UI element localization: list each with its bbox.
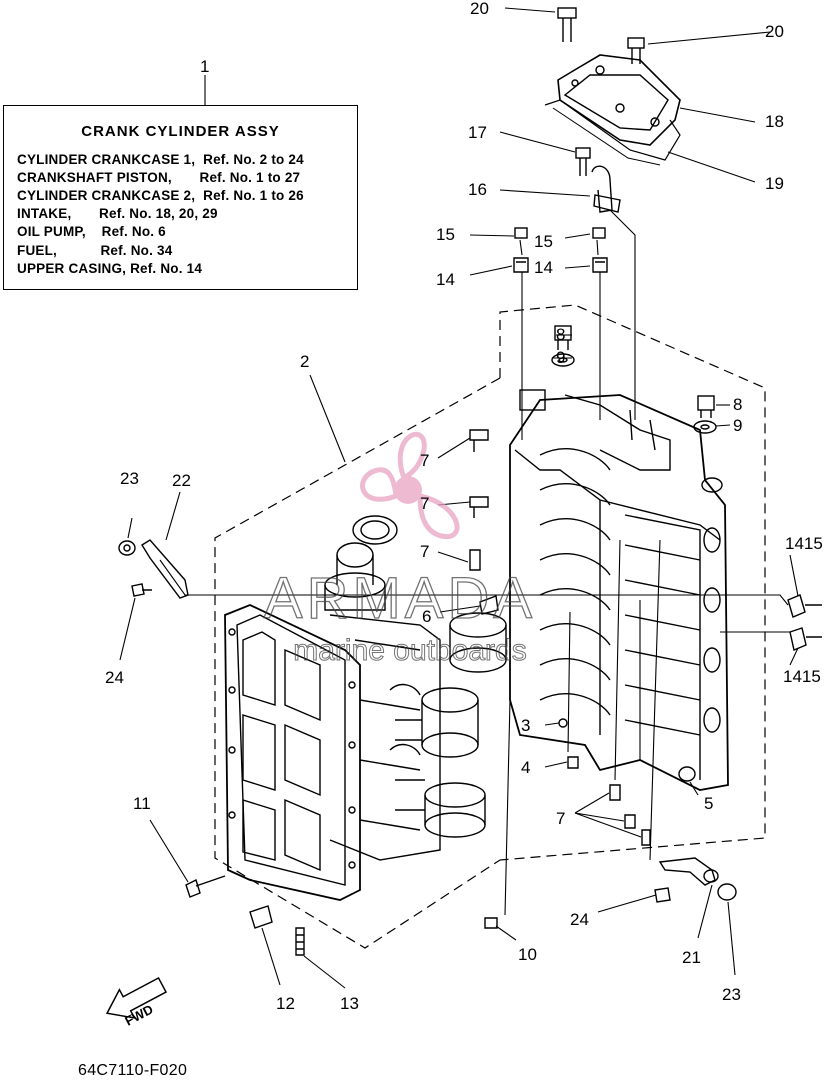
callout-10[interactable]: 10: [518, 945, 537, 964]
callout-24[interactable]: 24: [570, 910, 589, 929]
info-line: OIL PUMP, Ref. No. 6: [17, 224, 166, 239]
callout-7[interactable]: 7: [420, 451, 430, 470]
callout-23[interactable]: 23: [120, 469, 139, 488]
intake-cover: [544, 54, 681, 166]
callout-4[interactable]: 4: [521, 758, 531, 777]
callout-22[interactable]: 22: [172, 471, 191, 490]
propeller-logo-icon: [360, 431, 460, 540]
hardware-parts: [118, 7, 822, 956]
callout-18[interactable]: 18: [765, 112, 784, 131]
assembly-outline-left: [214, 377, 501, 949]
info-line: CRANKSHAFT PISTON, Ref. No. 1 to 27: [17, 170, 301, 185]
callout-7[interactable]: 7: [420, 494, 430, 513]
info-line: CYLINDER CRANKCASE 2, Ref. No. 1 to 26: [17, 188, 304, 203]
assembly-outline-right: [499, 304, 766, 861]
callout-6[interactable]: 6: [422, 607, 432, 626]
watermark-brand: ARMADA: [264, 566, 536, 631]
callout-24[interactable]: 24: [105, 668, 124, 687]
callout-7[interactable]: 7: [420, 542, 430, 561]
callout-3[interactable]: 3: [521, 716, 531, 735]
callout-11[interactable]: 11: [133, 794, 151, 813]
info-line: CYLINDER CRANKCASE 1, Ref. No. 2 to 24: [17, 152, 304, 167]
callout-17[interactable]: 17: [468, 123, 487, 142]
callout-7[interactable]: 7: [556, 809, 566, 828]
pistons: [395, 612, 507, 838]
callout-2[interactable]: 2: [300, 352, 310, 371]
crankshaft: [324, 515, 441, 861]
callout-9[interactable]: 9: [733, 416, 743, 435]
info-line: INTAKE, Ref. No. 18, 20, 29: [17, 206, 218, 221]
callout-16[interactable]: 16: [468, 180, 487, 199]
callout-21[interactable]: 21: [682, 948, 701, 967]
watermark-tagline: marine outboards: [293, 634, 526, 667]
callout-12[interactable]: 12: [276, 994, 295, 1013]
callout-15[interactable]: 15: [436, 225, 455, 244]
callout-20[interactable]: 20: [765, 22, 784, 41]
callout-19[interactable]: 19: [765, 174, 784, 193]
info-line: FUEL, Ref. No. 34: [17, 243, 173, 258]
watermark: ARMADA marine outboards: [263, 431, 536, 668]
crankcase-block-left: [224, 604, 361, 901]
fwd-arrow-icon: [105, 976, 168, 1019]
leader-lines: [119, 7, 799, 989]
callout-13[interactable]: 13: [340, 994, 359, 1013]
crankcase-block-right: [509, 389, 729, 791]
callout-20[interactable]: 20: [470, 0, 489, 18]
assembly-info-box: CRANK CYLINDER ASSY CYLINDER CRANKCASE 1…: [3, 105, 358, 290]
info-box-title: CRANK CYLINDER ASSY: [81, 123, 280, 140]
callout-23[interactable]: 23: [722, 985, 741, 1004]
callout-8[interactable]: 8: [733, 395, 743, 414]
callout-15[interactable]: 15: [534, 232, 553, 251]
callout-9[interactable]: 9: [556, 348, 566, 367]
callout-5[interactable]: 5: [704, 794, 714, 813]
callout-1415[interactable]: 1415: [783, 667, 821, 686]
callout-14[interactable]: 14: [436, 270, 455, 289]
callout-14[interactable]: 14: [534, 258, 553, 277]
info-line: UPPER CASING, Ref. No. 14: [17, 261, 203, 276]
diagram-code: 64C7110-F020: [78, 1062, 188, 1079]
callout-1[interactable]: 1: [200, 57, 210, 76]
callout-8[interactable]: 8: [556, 325, 566, 344]
callout-1415[interactable]: 1415: [785, 534, 823, 553]
